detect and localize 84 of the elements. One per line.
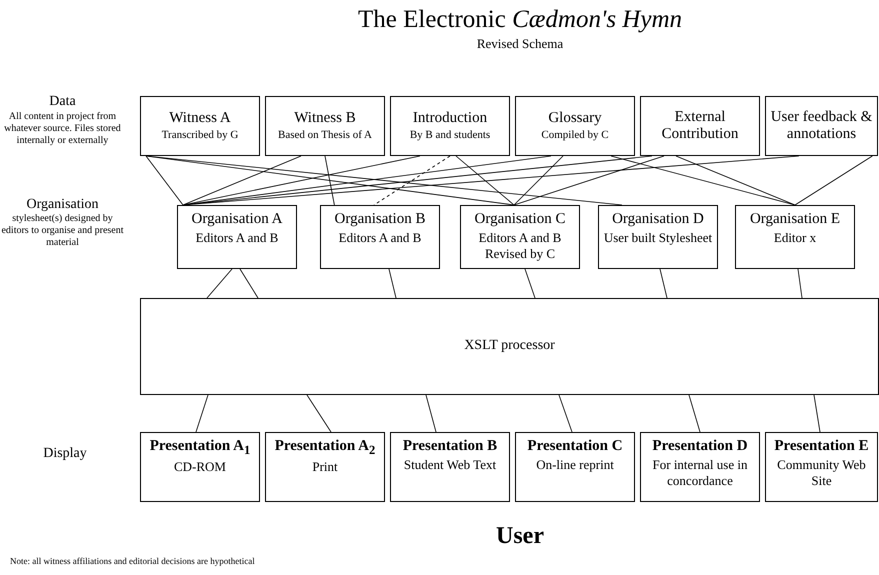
box-heading: Organisation A [192,211,282,228]
box-subtext: Community Web Site [776,457,867,488]
content-box [320,205,440,269]
connector-line [514,156,664,206]
side-label: Display [42,446,88,463]
box-heading: Introduction [412,110,488,128]
content-box [640,96,760,156]
content-box [140,96,260,156]
content-box [177,205,297,269]
side-label: Organisation [25,197,100,214]
box-subtext: Student Web Text [404,457,496,473]
content-box [515,432,635,502]
connector-line [558,394,572,432]
connector-line [240,268,258,298]
content-box [765,96,878,156]
connector-line [206,268,232,298]
connector-line [146,156,184,206]
side-label: stylesheet(s) designed by editors to organise and present material [0,213,124,249]
box-subtext: Based on Thesis of A [278,129,372,142]
connector-line [388,268,396,298]
connector-line [660,268,668,298]
content-box [390,96,510,156]
box-heading: Presentation C [527,438,623,456]
box-heading: Presentation D [652,438,748,456]
box-heading: Witness A [169,110,231,128]
side-label: Note: all witness affiliations and editorial decisions are hypothetical [10,556,256,567]
connector-line [524,268,536,298]
connector-line [610,156,796,206]
box-subtext: By B and students [410,129,490,142]
box-subtext: Print [312,459,338,475]
box-subtext: User built Stylesheet [604,230,712,246]
box-subtext: For internal use in concordance [652,457,748,488]
box-heading: Presentation A$_{1}$ [150,438,250,458]
connector-line [514,156,564,206]
box-heading: Organisation E [750,211,840,228]
connector-line [306,394,332,432]
content-box [515,96,635,156]
box-heading: Presentation A$_{2}$ [274,438,376,458]
connector-line [182,156,302,206]
content-box [598,205,718,269]
content-box [735,205,855,269]
connector-line [814,394,820,432]
connector-line [456,156,514,206]
box-heading: Witness B [294,110,356,128]
content-box [460,205,580,269]
connector-line [688,394,700,432]
box-heading: Glossary [548,110,602,128]
box-heading: User feedback & annotations [770,108,874,144]
box-subtext: Transcribed by G [162,129,238,142]
diagram-title: The Electronic Cædmon's Hymn [356,6,684,34]
side-label: Revised Schema [476,36,564,52]
content-box [640,432,760,502]
box-heading: Presentation B [402,438,498,456]
box-subtext: On-line reprint [536,457,614,473]
box-subtext: Editors A and B [196,230,278,246]
box-subtext: Editors A and B Revised by C [478,230,562,262]
box-subtext: Compiled by C [541,129,609,142]
processor-box [140,298,879,395]
connector-line [146,156,514,206]
box-heading: Organisation C [474,211,566,228]
box-subtext: CD-ROM [174,459,226,475]
connector-line [798,268,802,298]
connector-line [794,156,873,206]
content-box [140,432,260,502]
side-label: User [495,522,545,551]
box-subtext: Editors A and B [338,230,422,246]
content-box [765,432,878,502]
box-heading: Organisation B [334,211,426,228]
box-subtext: Editor x [774,230,816,246]
connector-line [324,156,335,206]
connector-line [676,156,796,206]
side-label: Data [48,94,77,111]
connector-line [182,156,420,206]
connector-line [374,156,450,206]
connector-line [426,394,436,432]
box-heading: XSLT processor [464,338,555,355]
connector-line [196,394,208,432]
content-box [265,432,385,502]
side-label: All content in project from whatever source. Files stored internally or externally [3,111,122,147]
box-heading: Presentation E [774,438,869,456]
box-heading: External Contribution [660,108,740,144]
content-box [265,96,385,156]
content-box [390,432,510,502]
box-heading: Organisation D [612,211,704,228]
